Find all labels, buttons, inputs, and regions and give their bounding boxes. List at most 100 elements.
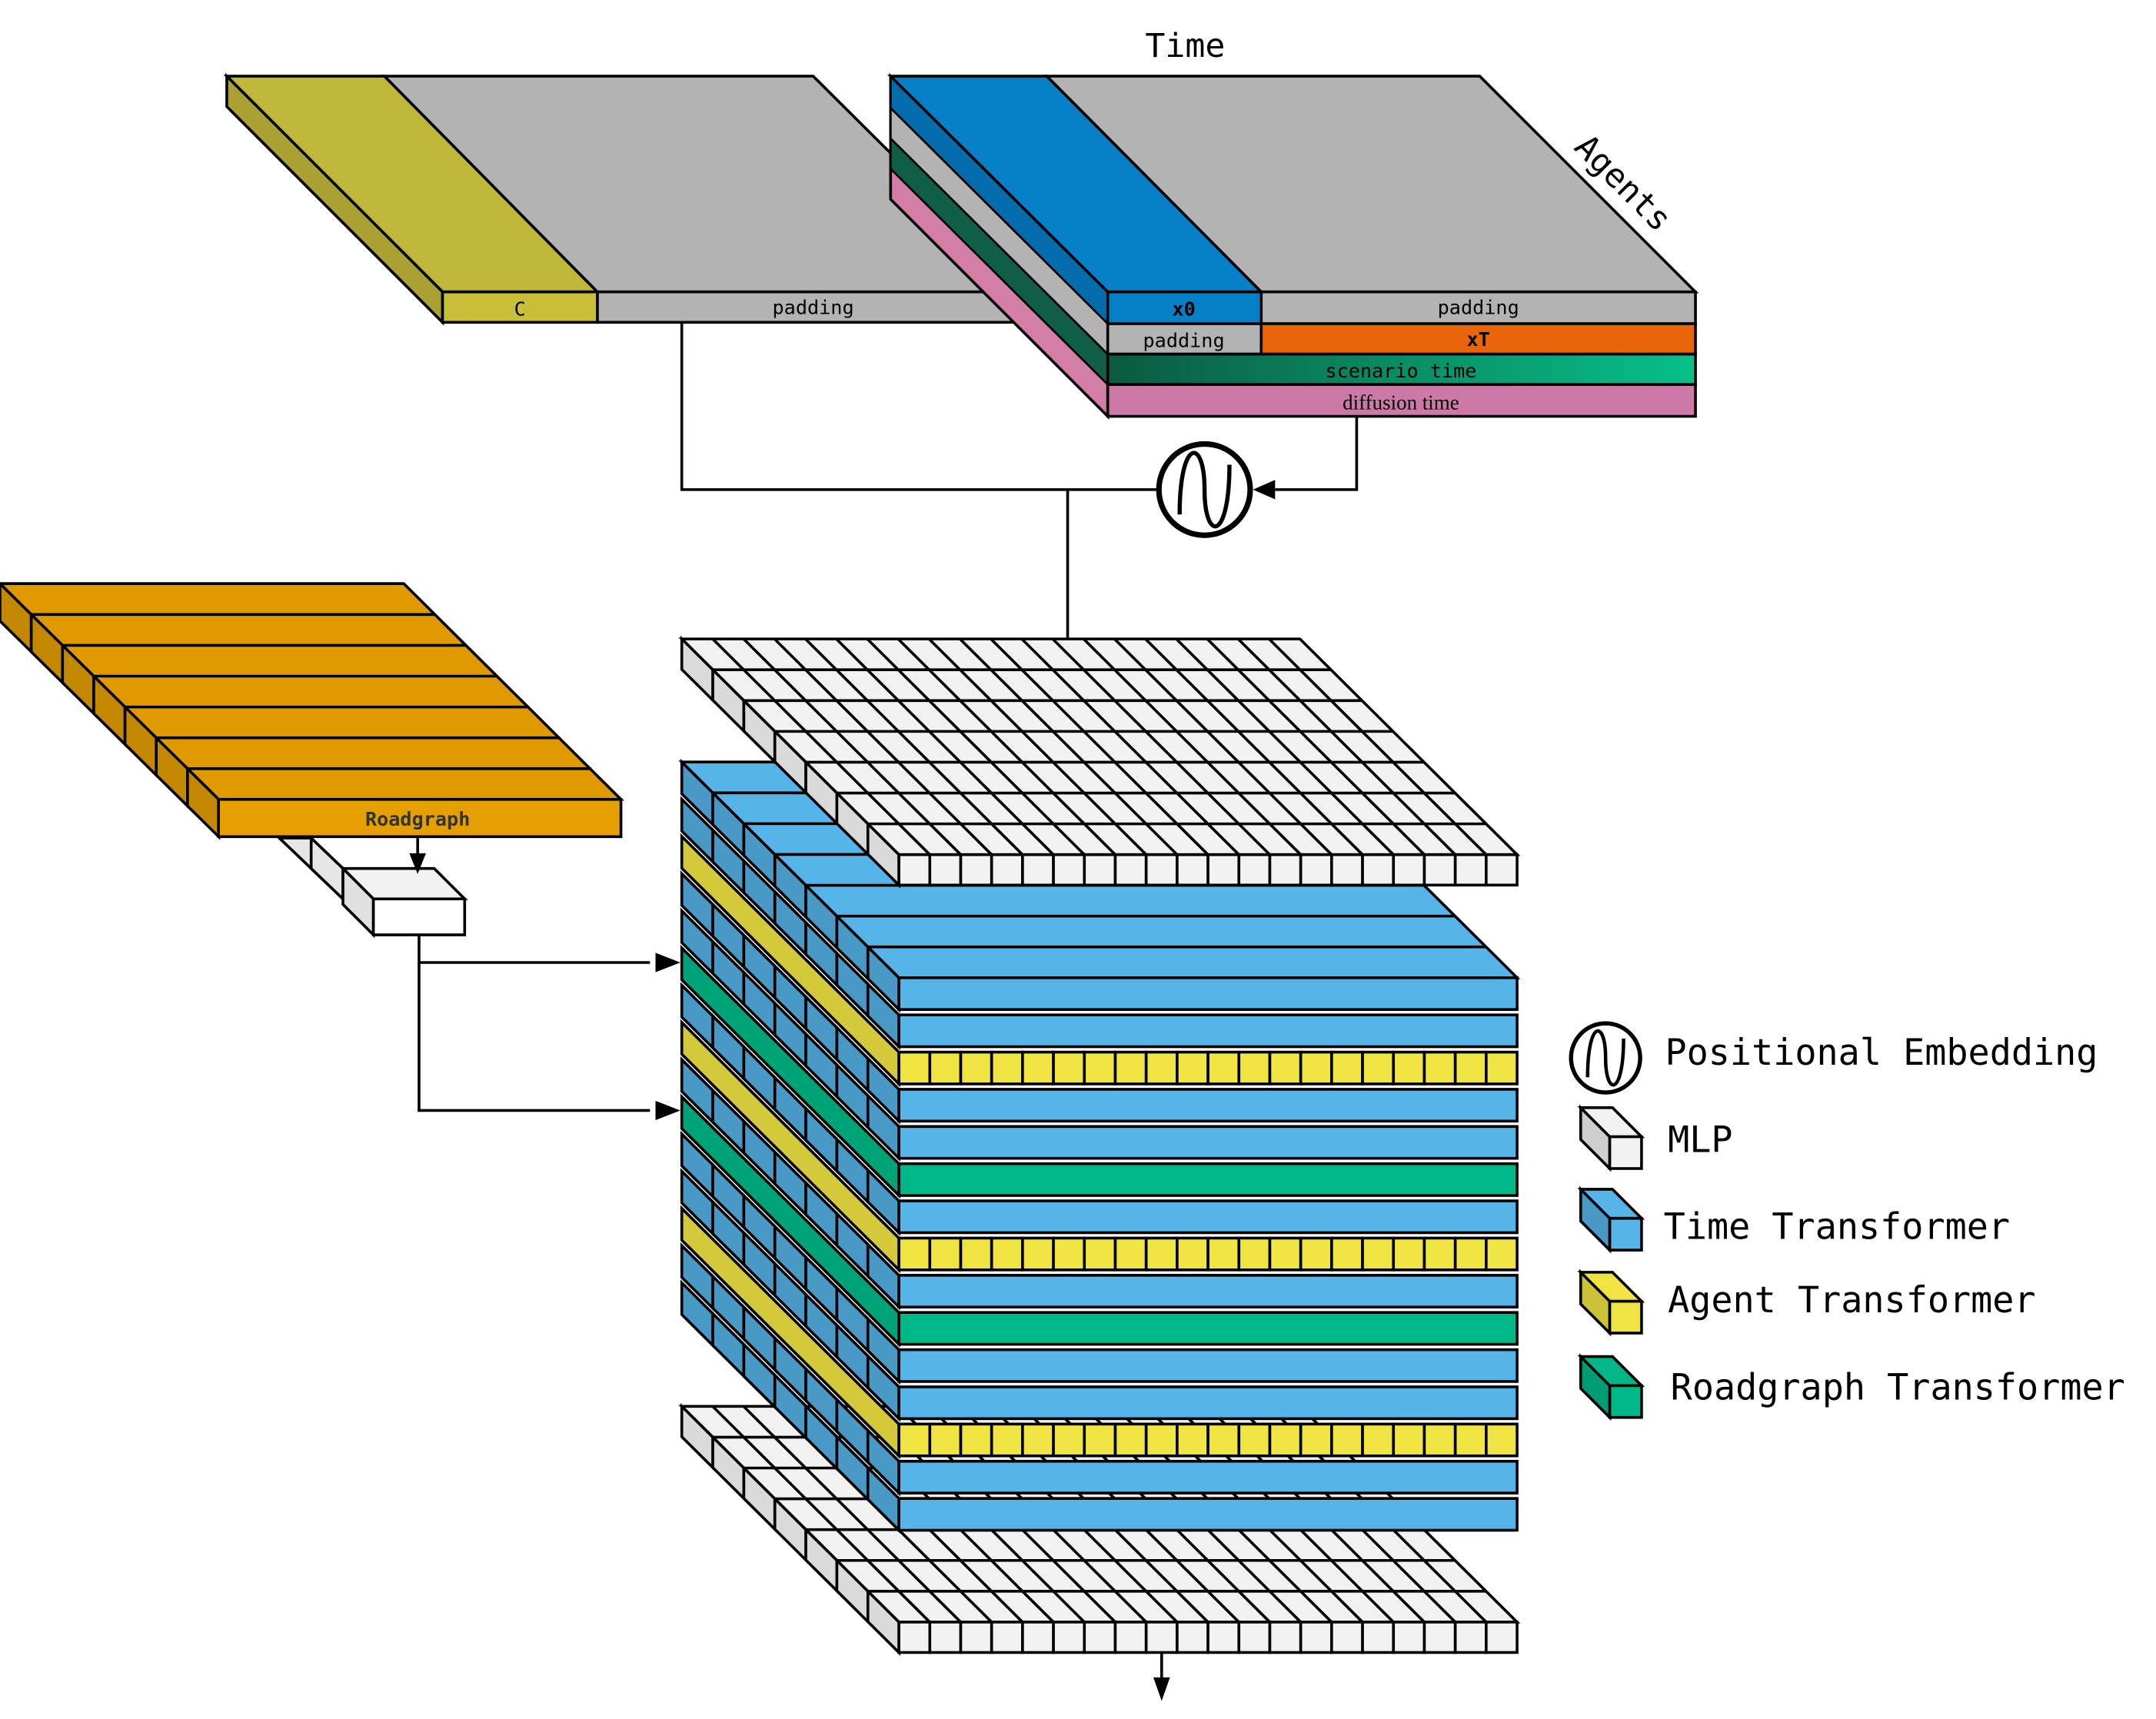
agent-layer-cell	[1052, 1422, 1086, 1458]
agent-layer-cell	[1453, 1236, 1488, 1272]
legend-agent-transformer-label: Agent Transformer	[1668, 1280, 2035, 1322]
agent-layer-cell	[1453, 1050, 1488, 1086]
output-mlp-cell	[1299, 1621, 1333, 1654]
agent-layer-cell	[1021, 1236, 1055, 1272]
input-mlp-grid-col	[742, 637, 962, 856]
input-mlp-cell	[1268, 853, 1303, 887]
output-mlp-cell	[990, 1621, 1024, 1654]
padding-right-label: padding	[1438, 296, 1519, 318]
input-mlp-cell	[1237, 853, 1272, 887]
input-mlp-grid-col	[1144, 637, 1364, 856]
agent-layer-cell	[1299, 1422, 1333, 1458]
input-mlp-grid-col	[928, 637, 1147, 856]
mlp-cube-front	[1608, 1135, 1643, 1170]
agent-layer-cell	[959, 1236, 993, 1272]
agent-layer-cell	[1237, 1422, 1272, 1458]
agent-layer-cell	[1422, 1422, 1457, 1458]
agent-layer-cell	[1083, 1236, 1117, 1272]
input-mlp-grid-col	[990, 637, 1209, 856]
output-mlp-grid-col	[742, 1405, 962, 1624]
input-mlp-grid-col	[1083, 637, 1302, 856]
output-mlp-cell	[1422, 1621, 1457, 1654]
input-mlp-cell	[1485, 853, 1519, 887]
input-mlp-grid-col	[774, 637, 993, 856]
input-mlp-cell	[1299, 853, 1333, 887]
roadgraph-layer-front	[897, 1162, 1519, 1197]
layer-time-transformer	[680, 1242, 1519, 1497]
input-mlp-cell	[1052, 853, 1086, 887]
input-mlp-grid-col	[835, 637, 1055, 856]
agent-layer-cell	[1453, 1422, 1488, 1458]
layer-agent-transformer	[680, 833, 1519, 1088]
layer-time-transformer	[680, 982, 1519, 1236]
agent-transformer-cube-front	[1608, 1299, 1643, 1335]
agent-layer-cell	[1299, 1236, 1333, 1272]
input-mlp-cell	[1206, 853, 1241, 887]
layer-time-transformer	[680, 796, 1519, 1050]
agent-layer-cell	[1330, 1236, 1364, 1272]
agent-layer-cell	[959, 1050, 993, 1086]
input-mlp-grid-col	[1113, 637, 1333, 856]
agent-layer-cell	[1144, 1236, 1179, 1272]
agent-layer-cell	[1206, 1050, 1241, 1086]
output-mlp-cell	[1392, 1621, 1426, 1654]
agent-layer-cell	[1268, 1236, 1303, 1272]
agent-layer-cell	[990, 1050, 1024, 1086]
agent-layer-cell	[1113, 1236, 1148, 1272]
input-mlp-grid-col	[1206, 637, 1426, 856]
agent-layer-cell	[1237, 1236, 1272, 1272]
input-mlp-grid-col	[866, 637, 1086, 856]
agent-layer-cell	[1237, 1050, 1272, 1086]
roadgraph-label: Roadgraph	[365, 808, 470, 830]
time-transformer-cube-front	[1608, 1216, 1643, 1252]
output-mlp-cell	[959, 1621, 993, 1654]
output-mlp-cell	[1206, 1621, 1241, 1654]
output-mlp-cell	[1453, 1621, 1488, 1654]
layer-agent-transformer	[680, 1205, 1519, 1460]
agent-layer-cell	[897, 1050, 932, 1086]
input-mlp-cell	[959, 853, 993, 887]
agent-layer-cell	[959, 1422, 993, 1458]
input-mlp-cell	[1113, 853, 1148, 887]
layer-agent-transformer	[680, 1019, 1519, 1274]
agent-layer-cell	[1052, 1050, 1086, 1086]
agent-layer-cell	[1485, 1050, 1519, 1086]
time-layer-front	[897, 1199, 1519, 1235]
input-mlp-cell	[1176, 853, 1209, 887]
legend-mlp-label: MLP	[1668, 1119, 1732, 1161]
diffusion-time-cell	[1106, 383, 1697, 418]
legend: Positional Embedding MLP Time Transforme…	[1569, 1021, 2125, 1421]
input-mlp-grid-col	[897, 637, 1116, 856]
xt-label: xT	[1467, 328, 1490, 351]
positional-embedding-icon	[1156, 441, 1253, 538]
input-mlp-cell	[1330, 853, 1364, 887]
padding-left-label: padding	[1143, 330, 1225, 352]
legend-mlp-icon	[1577, 1104, 1645, 1172]
roadgraph-cell	[217, 797, 623, 839]
agent-layer-cell	[1392, 1422, 1426, 1458]
agent-layer-cell	[1299, 1050, 1333, 1086]
agent-layer-cell	[1021, 1050, 1055, 1086]
layer-time-transformer	[680, 870, 1519, 1125]
agent-layer-cell	[928, 1236, 963, 1272]
agent-layer-cell	[1144, 1050, 1179, 1086]
agent-layer-cell	[1422, 1236, 1457, 1272]
agent-layer-cell	[1052, 1236, 1086, 1272]
agent-layer-cell	[1361, 1236, 1396, 1272]
agent-layer-cell	[1392, 1050, 1426, 1086]
time-layer-front	[897, 1348, 1519, 1383]
input-mlp-grid-col	[804, 637, 1024, 856]
agent-layer-cell	[1268, 1050, 1303, 1086]
input-mlp-cell	[1144, 853, 1179, 887]
agent-layer-cell	[1206, 1236, 1241, 1272]
agent-layer-cell	[1330, 1422, 1364, 1458]
agent-layer-cell	[1176, 1050, 1209, 1086]
output-mlp-cell	[1144, 1621, 1179, 1654]
context-block: C padding	[223, 72, 1034, 326]
input-mlp-cell	[1453, 853, 1488, 887]
output-mlp-grid-col	[711, 1405, 931, 1624]
agent-layer-cell	[1113, 1422, 1148, 1458]
time-layer-front	[897, 1274, 1519, 1309]
agent-layer-cell	[1392, 1236, 1426, 1272]
